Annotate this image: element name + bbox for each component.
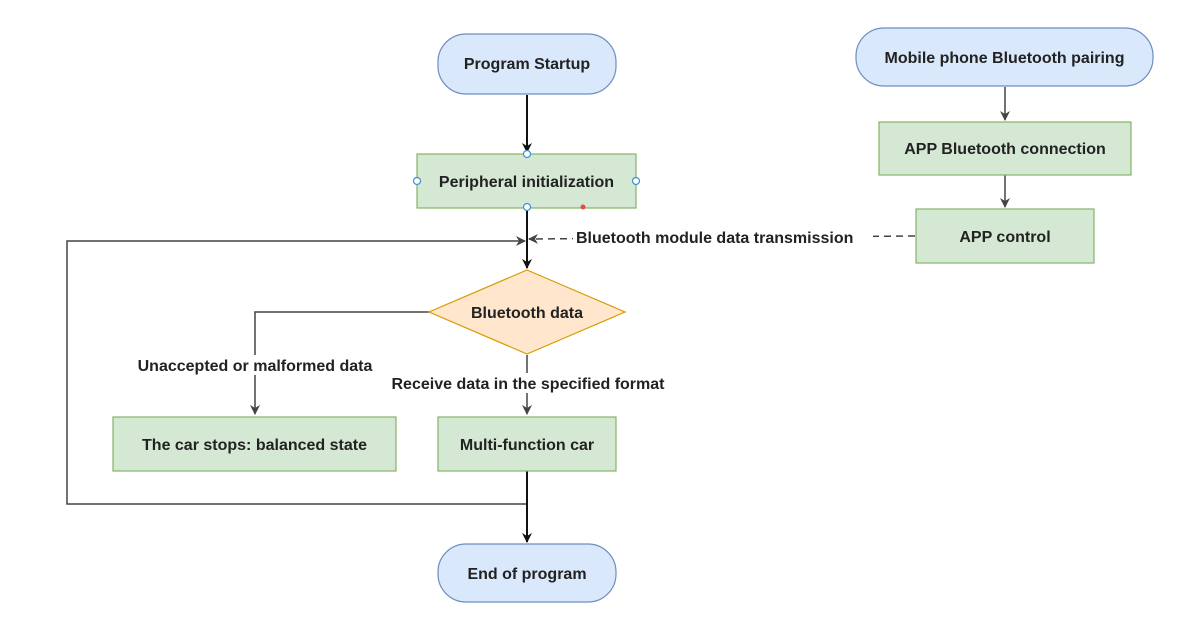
connection-handle-left[interactable] [412, 176, 422, 186]
connection-handle-right[interactable] [631, 176, 641, 186]
edge-label-unaccepted: Unaccepted or malformed data [138, 358, 373, 375]
edge-label-bg-bt-transmission [573, 227, 873, 247]
node-end-of-program[interactable]: End of program [437, 543, 617, 603]
node-label-phone-pairing: Mobile phone Bluetooth pairing [885, 50, 1125, 67]
node-label-peripheral-init: Peripheral initialization [439, 174, 614, 191]
edge-labels: Bluetooth module data transmission Unacc… [126, 227, 873, 393]
node-multi-function-car[interactable]: Multi-function car [437, 416, 617, 472]
edge-decision-to-car-stops [250, 311, 430, 415]
connection-handle-bottom[interactable] [522, 202, 532, 212]
node-label-app-bt-connection: APP Bluetooth connection [904, 141, 1105, 158]
node-app-bluetooth-connection[interactable]: APP Bluetooth connection [878, 121, 1132, 176]
selection-handles[interactable] [412, 149, 641, 212]
nodes: Program Startup Peripheral initializatio… [112, 27, 1154, 603]
edge-label-bt-transmission: Bluetooth module data transmission [576, 230, 853, 247]
connection-handle-top[interactable] [522, 149, 532, 159]
node-program-startup[interactable]: Program Startup [437, 33, 617, 95]
node-label-bluetooth-data: Bluetooth data [471, 305, 583, 322]
node-app-control[interactable]: APP control [915, 208, 1095, 264]
edge-label-bg-unaccepted [126, 355, 386, 375]
edge-label-bg-receive-format [380, 373, 676, 393]
node-label-car-stops: The car stops: balanced state [142, 437, 367, 454]
node-label-end-of-program: End of program [467, 566, 586, 583]
node-label-program-startup: Program Startup [464, 56, 590, 73]
waypoint-marker [580, 204, 586, 210]
node-bluetooth-data-decision[interactable]: Bluetooth data [427, 269, 627, 355]
node-label-app-control: APP control [959, 229, 1050, 246]
node-phone-bluetooth-pairing[interactable]: Mobile phone Bluetooth pairing [855, 27, 1154, 87]
node-label-multi-function-car: Multi-function car [460, 437, 594, 454]
edge-loop-back [66, 236, 527, 505]
edge-label-receive-format: Receive data in the specified format [392, 376, 666, 393]
node-peripheral-initialization[interactable]: Peripheral initialization [416, 153, 637, 209]
node-car-stops[interactable]: The car stops: balanced state [112, 416, 397, 472]
